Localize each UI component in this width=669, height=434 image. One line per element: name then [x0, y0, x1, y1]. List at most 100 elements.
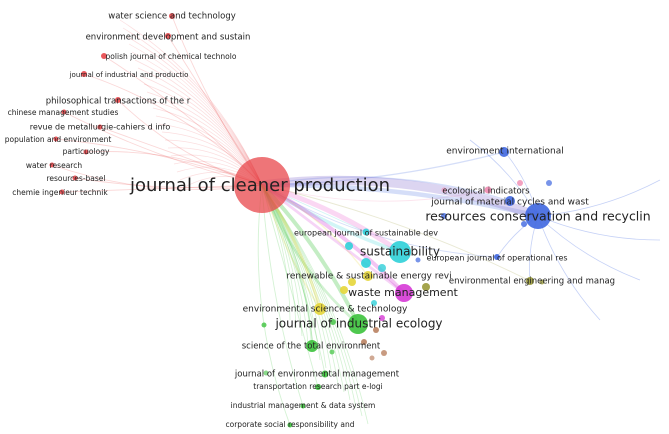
satellite-node[interactable] — [539, 279, 545, 285]
node-label-rser[interactable]: renewable & sustainable energy revi — [286, 272, 451, 282]
satellite-node[interactable] — [415, 257, 421, 263]
edge-jcp-ei — [261, 151, 505, 186]
label-layer: journal of cleaner production water scien… — [5, 12, 651, 430]
node-rser[interactable] — [363, 271, 373, 281]
node-ejor[interactable] — [494, 254, 500, 260]
node-label-wst[interactable]: water science and technology — [108, 12, 236, 22]
node-eco[interactable] — [484, 186, 492, 194]
node-label-eds[interactable]: environment development and sustain — [86, 33, 251, 43]
node-label-pjct[interactable]: polish journal of chemical technolo — [106, 52, 237, 61]
node-pjct[interactable] — [101, 53, 107, 59]
node-pae[interactable] — [53, 136, 59, 142]
node-label-jmcwm[interactable]: journal of material cycles and wast — [430, 198, 589, 208]
edge-jcp-rcr — [261, 182, 539, 219]
node-label-eem[interactable]: environmental engineering and manag — [449, 277, 615, 287]
satellite-node[interactable] — [521, 221, 527, 227]
edge-fan-green — [261, 184, 351, 401]
satellite-node[interactable] — [546, 180, 552, 186]
node-wst[interactable] — [169, 13, 175, 19]
satellite-node[interactable] — [378, 264, 386, 272]
node-rcr[interactable] — [525, 203, 551, 229]
node-label-rmcdi[interactable]: revue de metallurgie-cahiers d info — [30, 123, 171, 132]
node-label-cit[interactable]: chemie ingenieur technik — [12, 188, 108, 197]
edge-jcp-eco — [261, 184, 489, 202]
satellite-node[interactable] — [329, 349, 335, 355]
node-csr[interactable] — [287, 422, 293, 428]
node-stoe[interactable] — [306, 340, 318, 352]
node-label-ejor[interactable]: european journal of operational res — [426, 254, 567, 263]
node-part[interactable] — [83, 149, 89, 155]
node-label-csr[interactable]: corporate social responsibility and — [226, 420, 355, 429]
satellite-node[interactable] — [340, 286, 348, 294]
satellite-node[interactable] — [348, 278, 356, 286]
edge-fan-blue — [537, 215, 641, 281]
node-label-imds[interactable]: industrial management & data system — [231, 401, 376, 410]
edge-fan-green — [261, 184, 363, 417]
satellite-node[interactable] — [441, 213, 447, 219]
edge-jcp-jmcwm — [261, 176, 511, 202]
node-ptr[interactable] — [115, 97, 121, 103]
node-label-ei[interactable]: environment international — [446, 147, 563, 157]
satellite-node[interactable] — [371, 300, 377, 306]
node-label-part[interactable]: particuology — [63, 147, 110, 156]
satellite-node[interactable] — [345, 242, 353, 250]
node-rb[interactable] — [72, 175, 78, 181]
node-label-jie[interactable]: journal of industrial ecology — [274, 317, 442, 331]
satellite-node[interactable] — [379, 315, 385, 321]
node-label-eco[interactable]: ecological indicators — [442, 187, 530, 197]
satellite-node[interactable] — [422, 283, 430, 291]
node-label-cms[interactable]: chinese management studies — [8, 108, 119, 117]
satellite-node[interactable] — [441, 187, 447, 193]
node-ei[interactable] — [499, 147, 509, 157]
node-cit[interactable] — [59, 189, 65, 195]
node-wr[interactable] — [49, 162, 55, 168]
satellite-node[interactable] — [373, 327, 379, 333]
node-eem[interactable] — [526, 277, 534, 285]
node-label-rb[interactable]: resources-basel — [46, 174, 105, 183]
node-cms[interactable] — [61, 109, 67, 115]
node-jie[interactable] — [348, 314, 368, 334]
node-trpe[interactable] — [315, 384, 321, 390]
node-label-wm[interactable]: waste management — [348, 286, 458, 299]
node-jem[interactable] — [321, 370, 329, 378]
edge-fan-green — [261, 184, 369, 425]
node-label-wr[interactable]: water research — [26, 161, 82, 170]
node-label-jem[interactable]: journal of environmental management — [234, 370, 400, 380]
node-est[interactable] — [314, 303, 326, 315]
node-jcp[interactable] — [234, 157, 290, 213]
edge-fan-green — [261, 184, 345, 393]
node-jmcwm[interactable] — [505, 196, 515, 206]
node-label-pae[interactable]: population and environment — [5, 135, 112, 144]
node-ejsd[interactable] — [362, 228, 370, 236]
node-sus[interactable] — [389, 241, 411, 263]
node-eds[interactable] — [165, 33, 171, 39]
node-label-est[interactable]: environmental science & technology — [243, 305, 408, 315]
node-wm[interactable] — [395, 284, 413, 302]
node-label-ejsd[interactable]: european journal of sustainable dev — [294, 229, 438, 238]
node-imds[interactable] — [300, 403, 306, 409]
satellite-node[interactable] — [381, 350, 387, 356]
satellite-node[interactable] — [263, 370, 269, 376]
satellite-node[interactable] — [261, 322, 267, 328]
edge-fan-blue — [537, 215, 661, 241]
edge-fan-blue — [537, 179, 661, 217]
satellite-node[interactable] — [361, 258, 371, 268]
node-label-jcp[interactable]: journal of cleaner production — [129, 175, 390, 196]
node-label-jiap[interactable]: journal of industrial and productio — [69, 71, 189, 79]
node-label-ptr[interactable]: philosophical transactions of the r — [46, 97, 191, 107]
satellite-node[interactable] — [330, 319, 336, 325]
satellite-node[interactable] — [517, 180, 523, 186]
edge-jcp-imds — [261, 184, 304, 407]
node-label-trpe[interactable]: transportation research part e-logi — [253, 382, 382, 391]
node-jiap[interactable] — [81, 71, 87, 77]
edge-fan-green — [261, 184, 357, 409]
edge-fan-blue — [537, 215, 601, 321]
satellite-node[interactable] — [361, 339, 367, 345]
satellite-node[interactable] — [369, 355, 375, 361]
node-label-sus[interactable]: sustainability — [360, 245, 440, 259]
node-label-rcr[interactable]: resources conservation and recyclin — [425, 209, 650, 224]
node-label-stoe[interactable]: science of the total environment — [242, 342, 381, 352]
node-rmcdi[interactable] — [97, 124, 103, 130]
